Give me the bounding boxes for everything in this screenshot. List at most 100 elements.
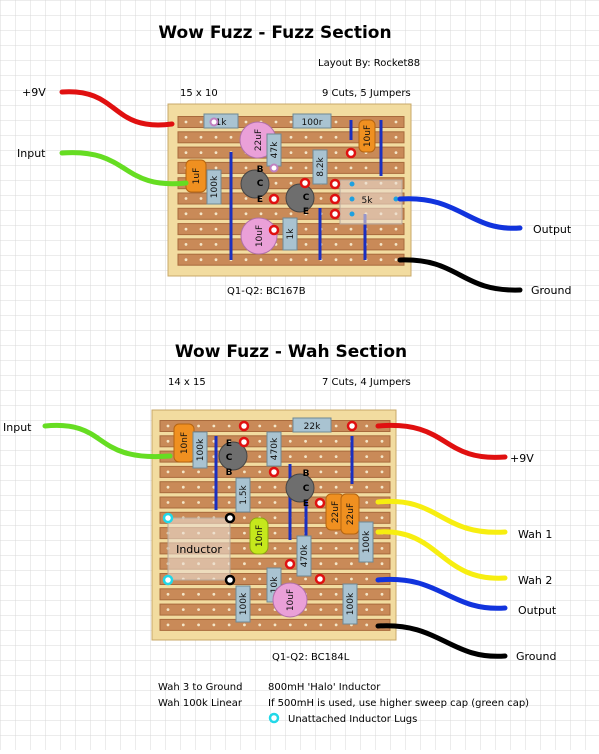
strip-hole (273, 562, 277, 566)
strip-hole (181, 623, 185, 627)
strip-hole (273, 547, 277, 550)
fuzz-q1-base-label: B (257, 165, 264, 175)
wah-label-ground: Ground (516, 650, 556, 663)
fuzz-pot-5k-label: 5k (362, 196, 374, 206)
wah-note-inductor: 800mH 'Halo' Inductor (268, 682, 381, 693)
strip-hole (184, 227, 188, 231)
strip-hole (334, 547, 338, 550)
strip-hole (244, 212, 248, 216)
fuzz-resistor-100r-label: 100r (302, 118, 323, 128)
fuzz-label-ground: Ground (531, 284, 571, 297)
strip-hole (319, 455, 323, 458)
wah-label-input: Input (3, 421, 32, 434)
fuzz-cut (269, 163, 279, 173)
wah-resistor-470k-b-label: 470k (300, 544, 310, 567)
strip-hole (334, 455, 338, 458)
fuzz-q1-emitter-label: E (257, 195, 263, 205)
strip-hole (304, 151, 308, 155)
strip-hole (184, 135, 188, 139)
wah-resistor-470k-a (266, 431, 282, 467)
strip-hole (304, 227, 308, 231)
wah-resistor-100k-b (358, 521, 374, 563)
fuzz-transistor-q1 (240, 169, 270, 199)
strip-hole (273, 485, 277, 489)
wah-resistor-470k-b (296, 535, 312, 577)
strip-hole (199, 120, 203, 124)
strip-hole (214, 166, 218, 170)
wah-inductor-label: Inductor (176, 543, 222, 556)
strip-hole (334, 227, 338, 231)
strip-hole (181, 501, 185, 504)
strip-hole (259, 197, 263, 200)
wah-note-lugs: Unattached Inductor Lugs (288, 714, 417, 725)
wah-resistor-100k-b-label: 100k (362, 530, 372, 553)
wah-inductor-pin (224, 574, 236, 586)
strip-hole (288, 577, 292, 581)
strip-hole (304, 577, 307, 581)
strip-hole (274, 258, 278, 262)
fuzz-label-9v: +9V (22, 86, 46, 99)
wah-q2-emitter-label: E (303, 499, 309, 509)
fuzz-q1-collector-label: C (257, 179, 264, 189)
strip-hole (380, 547, 384, 550)
strip-hole (288, 547, 292, 550)
strip-hole (394, 227, 398, 231)
strip-hole (288, 455, 292, 458)
wah-resistor-100k-d (342, 583, 358, 625)
strip-hole (365, 455, 369, 458)
strip-hole (380, 608, 384, 611)
strip-hole (273, 516, 277, 520)
wah-inductor-pin (224, 512, 236, 524)
strip-hole (334, 470, 338, 474)
wah-transistor-q2 (285, 473, 315, 503)
strip-hole (394, 166, 398, 170)
strip-hole (304, 439, 307, 443)
wah-wire-ground (375, 623, 508, 659)
strip-hole (199, 151, 203, 155)
strip-hole (259, 258, 263, 262)
strip-hole (166, 470, 170, 474)
fuzz-q2-collector-label: C (303, 193, 310, 203)
wah-capacitor-10uf-label: 10uF (286, 589, 296, 611)
fuzz-wire-ground (397, 257, 523, 293)
wah-capacitor-22uf-a-label: 22uF (331, 501, 341, 523)
wah-note-wah3: Wah 3 to Ground (158, 682, 242, 693)
strip-hole (273, 623, 277, 627)
wah-board-size: 14 x 15 (168, 377, 206, 388)
strip-hole (334, 608, 338, 611)
wah-wire-9v (375, 422, 508, 460)
wah-cuts-jumpers: 7 Cuts, 4 Jumpers (322, 377, 411, 388)
strip-hole (379, 258, 383, 262)
fuzz-resistor-8-2k-label: 8.2k (316, 156, 326, 176)
strip-hole (212, 608, 216, 611)
strip-hole (243, 562, 246, 566)
strip-hole (380, 439, 384, 443)
fuzz-board-size: 15 x 10 (180, 88, 218, 99)
strip-hole (289, 181, 293, 185)
strip-hole (258, 592, 262, 596)
strip-hole (214, 243, 218, 246)
strip-hole (166, 424, 170, 428)
strip-hole (288, 623, 292, 627)
strip-hole (214, 151, 218, 155)
fuzz-resistor-1k-bottom (282, 217, 298, 251)
strip-hole (304, 470, 307, 474)
strip-hole (197, 608, 200, 611)
fuzz-wire-9v (59, 89, 175, 128)
strip-hole (394, 135, 398, 139)
strip-hole (244, 258, 248, 262)
fuzz-capacitor-1uf (185, 159, 207, 193)
strip-hole (244, 120, 248, 124)
strip-hole (184, 258, 188, 262)
fuzz-cut (345, 147, 357, 159)
wah-resistor-100k-a (192, 431, 208, 469)
fuzz-components: 1k 100r 22uF 47k 10uF 8.2k 1uF 100k B C … (185, 113, 403, 260)
strip-hole (334, 485, 338, 489)
wah-cut (268, 466, 280, 478)
strip-hole (319, 547, 323, 550)
strip-hole (199, 227, 203, 231)
wah-resistor-470k-a-label: 470k (270, 437, 280, 460)
fuzz-capacitor-1uf-label: 1uF (192, 168, 202, 185)
wah-capacitor-10nf-left-label: 10nF (180, 432, 190, 454)
